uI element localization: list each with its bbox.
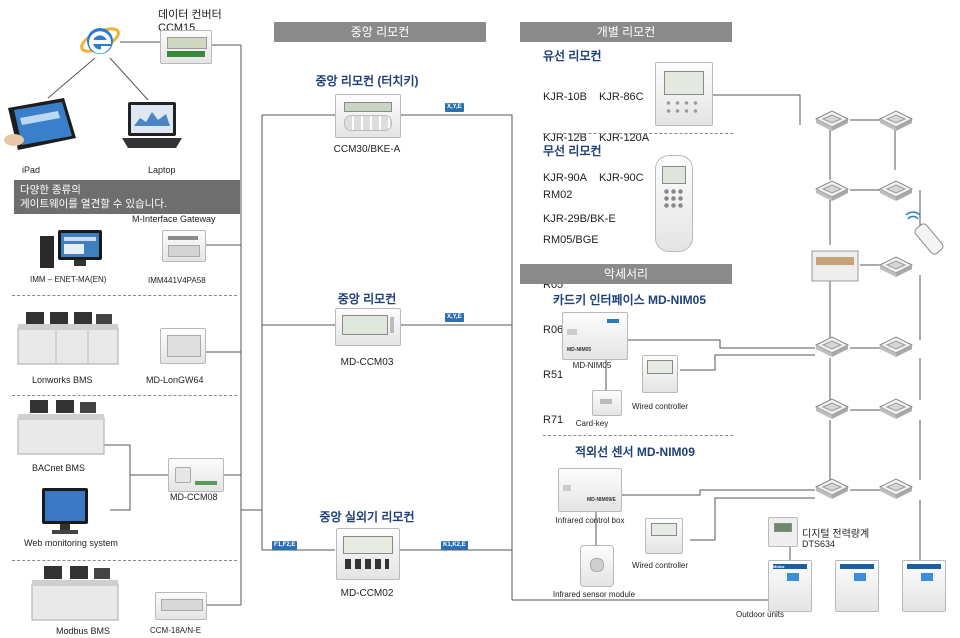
ir-sensor-module-label: Infrared sensor module — [552, 590, 636, 599]
ir-wired-controller-label: Wired controller — [632, 561, 689, 570]
divider-accessory — [543, 435, 733, 436]
nim05-label: MD-NIM05 — [572, 361, 612, 370]
outdoor-remote-title: 중앙 실외기 리모컨 — [319, 510, 415, 524]
wired-model: KJR-86C — [599, 91, 644, 103]
divider-1 — [12, 295, 237, 296]
ccm18-device — [155, 592, 207, 620]
indoor-units — [811, 110, 944, 500]
card-wired-controller-label: Wired controller — [632, 402, 689, 411]
ipad-image — [4, 98, 76, 150]
central-remote-tag: X,Y,E — [445, 313, 464, 322]
web-monitor-image — [42, 488, 88, 534]
wireless-model: R06 — [543, 324, 564, 336]
divider-2 — [12, 395, 237, 396]
card-wired-controller-device — [642, 355, 678, 393]
wireless-model: R71 — [543, 414, 564, 426]
imm-software-label: IMM – ENET-MA(EN) — [30, 275, 107, 284]
wired-model: KJR-120A — [599, 131, 650, 144]
lonworks-bms-label: Lonworks BMS — [32, 375, 93, 385]
outdoor-units-label: Outdoor units — [736, 610, 785, 619]
wired-model: KJR-10B — [543, 91, 588, 103]
imm-device-label: IMM441V4PA58 — [148, 276, 206, 285]
ccm02-device — [336, 528, 400, 580]
wired-model: KJR-12B — [543, 131, 588, 144]
central-remote-model: MD-CCM03 — [340, 357, 394, 368]
gateway-note-line1: 다양한 종류의 — [20, 184, 81, 196]
ir-box-device-label: MD-NIM09/E — [587, 497, 616, 503]
ccm30-device — [335, 94, 401, 138]
bacnet-bms-label: BACnet BMS — [32, 463, 86, 473]
ir-sensor-title: 적외선 센서 MD-NIM09 — [575, 445, 695, 459]
ir-sensor-module-device — [580, 545, 614, 587]
gateway-note-line2: 게이트웨이를 열견할 수 있습니다. — [20, 198, 167, 210]
touch-remote-model: CCM30/BKE-A — [333, 144, 401, 155]
modbus-bms-image — [31, 566, 119, 621]
ir-control-box-label: Infrared control box — [555, 516, 625, 525]
bacnet-bms-image — [17, 400, 105, 455]
central-remote-title: 중앙 리모컨 — [337, 292, 397, 306]
central-remote-header: 중앙 리모컨 — [274, 22, 486, 42]
wired-model: KJR-29B/BK-E — [543, 212, 616, 225]
outdoor-unit-badge: Midea — [773, 564, 785, 569]
laptop-image — [122, 102, 182, 148]
ir-wired-controller-device — [645, 518, 683, 554]
wireless-model: R51 — [543, 369, 564, 381]
wired-remote-title: 유선 리모컨 — [543, 49, 602, 63]
imm-pc-image — [40, 230, 102, 268]
converter-title-line1: 데이터 컨버터 — [158, 9, 222, 21]
touch-remote-tag: X,Y,E — [445, 103, 464, 112]
ccm08-label: MD-CCM08 — [170, 492, 218, 502]
power-meter-device — [768, 517, 798, 547]
ccm08-device — [168, 458, 224, 492]
longw-label: MD-LonGW64 — [146, 375, 204, 385]
m-interface-label: M-Interface Gateway — [132, 214, 216, 224]
internet-explorer-icon — [80, 27, 120, 54]
ir-control-box-device: MD-NIM09/E — [558, 468, 622, 512]
card-key-label: Card-key — [575, 419, 609, 428]
wireless-remote-device — [655, 155, 693, 252]
imm-device — [162, 230, 206, 262]
modbus-bms-label: Modbus BMS — [56, 626, 111, 636]
outdoor-remote-tag-right: K1,K2,E — [441, 541, 468, 550]
power-meter-model: DTS634 — [802, 539, 836, 549]
nim05-device: MD-NIM05 — [562, 312, 628, 360]
card-key-device — [592, 390, 622, 416]
ccm03-device — [335, 308, 401, 346]
wired-model: KJR-90A — [543, 172, 588, 184]
ccm15-device — [160, 30, 212, 64]
outdoor-remote-model: MD-CCM02 — [340, 588, 394, 599]
wired-model: KJR-90C — [599, 172, 644, 184]
ccm18-label: CCM-18A/N-E — [150, 626, 202, 635]
accessory-header: 악세서리 — [520, 264, 732, 284]
outdoor-unit-2 — [835, 560, 879, 612]
nim05-device-label: MD-NIM05 — [567, 347, 592, 353]
wired-remote-device — [655, 62, 713, 126]
wireless-model: RM02 — [543, 189, 573, 201]
touch-remote-title: 중앙 리모컨 (터치키) — [315, 74, 419, 88]
outdoor-remote-tag-left: F1,F2,E — [272, 541, 298, 550]
wireless-remote-title: 무선 리모컨 — [543, 144, 602, 158]
wired-models: KJR-10B KJR-86C KJR-12B KJR-120A KJR-90A KJ… — [543, 64, 649, 240]
outdoor-unit-3 — [902, 560, 946, 612]
power-meter-title: 디지털 전력량계 — [802, 529, 870, 540]
lonworks-bms-image — [17, 312, 119, 365]
web-monitoring-label: Web monitoring system — [24, 538, 118, 548]
wireless-models: RM02 RM05/BGE R05 R06 R51 R71 — [543, 158, 599, 443]
laptop-label: Laptop — [148, 165, 176, 175]
gateway-note: 다양한 종류의 게이트웨이를 열견할 수 있습니다. — [14, 180, 240, 214]
ipad-label: iPad — [22, 165, 41, 175]
divider-individual — [543, 133, 733, 134]
divider-3 — [12, 560, 237, 561]
wireless-model: RM05/BGE — [543, 234, 599, 246]
outdoor-unit-1: Midea — [768, 560, 812, 612]
longw-device — [160, 328, 206, 364]
card-interface-title: 카드키 인터페이스 MD-NIM05 — [553, 293, 706, 307]
individual-remote-header: 개별 리모컨 — [520, 22, 732, 42]
